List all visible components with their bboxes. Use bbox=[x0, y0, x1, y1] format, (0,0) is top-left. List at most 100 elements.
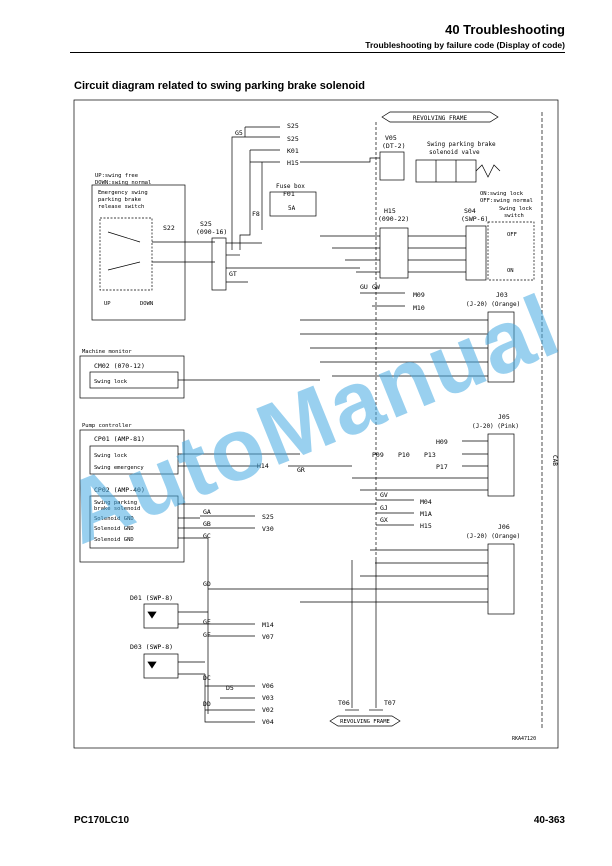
svg-text:UP: UP bbox=[104, 301, 111, 307]
revolving-frame-top-label: REVOLVING FRAME bbox=[413, 115, 468, 122]
svg-text:V03: V03 bbox=[262, 694, 274, 702]
svg-text:Fuse box: Fuse box bbox=[276, 183, 305, 190]
svg-text:H15: H15 bbox=[420, 522, 432, 530]
svg-text:OFF:swing normal: OFF:swing normal bbox=[480, 198, 533, 204]
s25-connector: S25 (090-16) GT bbox=[196, 220, 360, 291]
j06-connector: J06 (J-20) (Orange) bbox=[208, 523, 520, 615]
svg-text:5A: 5A bbox=[288, 205, 296, 212]
svg-text:V07: V07 bbox=[262, 633, 274, 641]
svg-text:CP01 (AMP-81): CP01 (AMP-81) bbox=[94, 435, 145, 443]
wire-gd: GD bbox=[203, 580, 211, 588]
svg-text:T06: T06 bbox=[338, 699, 350, 707]
svg-text:(SWP-6): (SWP-6) bbox=[461, 215, 488, 223]
footer-page: 40-363 bbox=[533, 815, 565, 826]
svg-text:Machine monitor: Machine monitor bbox=[82, 349, 132, 355]
svg-text:V05: V05 bbox=[385, 134, 397, 142]
svg-text:(090-16): (090-16) bbox=[196, 228, 227, 236]
svg-text:G5: G5 bbox=[235, 129, 243, 137]
pump-controller: Pump controller CP01 (AMP-81) Swing lock… bbox=[79, 423, 376, 563]
svg-text:J06: J06 bbox=[498, 523, 510, 531]
j05-refs: H09 P09 P10 P13 P17 bbox=[372, 438, 448, 471]
section-title: Circuit diagram related to swing parking… bbox=[74, 80, 365, 92]
svg-text:Swing emergency: Swing emergency bbox=[94, 465, 144, 471]
svg-text:solenoid valve: solenoid valve bbox=[429, 149, 480, 156]
svg-text:(090-22): (090-22) bbox=[378, 215, 409, 223]
svg-text:K01: K01 bbox=[287, 147, 299, 155]
svg-text:(J-20) (Pink): (J-20) (Pink) bbox=[472, 423, 519, 430]
diagram-frame bbox=[73, 99, 559, 749]
svg-text:DD: DD bbox=[203, 700, 211, 708]
svg-text:D01 (SWP-8): D01 (SWP-8) bbox=[130, 594, 173, 602]
s25-refs: S25 S25 K01 H15 G5 bbox=[235, 122, 299, 167]
svg-text:S25: S25 bbox=[287, 135, 299, 143]
svg-text:(DT-2): (DT-2) bbox=[382, 142, 405, 150]
svg-text:GU: GU bbox=[360, 283, 368, 291]
svg-text:ON:swing lock: ON:swing lock bbox=[480, 191, 524, 197]
top-wires bbox=[231, 126, 380, 250]
svg-text:GX: GX bbox=[380, 516, 388, 524]
svg-text:H09: H09 bbox=[436, 438, 448, 446]
svg-text:S04: S04 bbox=[464, 207, 476, 215]
j03-connector: J03 (J-20) (Orange) bbox=[300, 291, 520, 383]
svg-text:GJ: GJ bbox=[380, 504, 388, 512]
m04-refs: GV GJ GX M04 M1A H15 bbox=[380, 491, 432, 530]
svg-text:P09: P09 bbox=[372, 451, 384, 459]
svg-text:F01: F01 bbox=[283, 190, 295, 198]
svg-text:Swing parking brake: Swing parking brake bbox=[427, 141, 496, 148]
svg-text:CM02 (070-12): CM02 (070-12) bbox=[94, 362, 145, 370]
svg-text:GW: GW bbox=[372, 283, 380, 291]
svg-text:Solenoid GND: Solenoid GND bbox=[94, 526, 134, 532]
svg-text:GV: GV bbox=[380, 491, 388, 499]
svg-text:V30: V30 bbox=[262, 525, 274, 533]
svg-text:GR: GR bbox=[297, 466, 305, 474]
d01-diode: D01 (SWP-8) bbox=[130, 594, 208, 629]
svg-text:(J-20) (Orange): (J-20) (Orange) bbox=[466, 533, 520, 540]
svg-text:P13: P13 bbox=[424, 451, 436, 459]
header-rule bbox=[70, 52, 565, 53]
svg-text:release switch: release switch bbox=[98, 204, 144, 210]
svg-text:Swing parking: Swing parking bbox=[94, 500, 137, 506]
svg-text:S22: S22 bbox=[163, 224, 175, 232]
svg-text:H15: H15 bbox=[384, 207, 396, 215]
svg-text:GC: GC bbox=[203, 532, 211, 540]
svg-text:J05: J05 bbox=[498, 413, 510, 421]
svg-text:T07: T07 bbox=[384, 699, 396, 707]
svg-text:P10: P10 bbox=[398, 451, 410, 459]
svg-text:J03: J03 bbox=[496, 291, 508, 299]
v-refs: DC D5 DD V06 V03 V02 V04 bbox=[203, 674, 274, 726]
revolving-frame-bottom-label: REVOLVING FRAME bbox=[340, 719, 390, 725]
svg-text:H15: H15 bbox=[287, 159, 299, 167]
svg-text:OFF: OFF bbox=[507, 232, 517, 238]
svg-text:GE: GE bbox=[203, 618, 211, 626]
svg-text:Solenoid GND: Solenoid GND bbox=[94, 516, 134, 522]
svg-text:UP:swing free: UP:swing free bbox=[95, 173, 138, 179]
svg-text:V06: V06 bbox=[262, 682, 274, 690]
svg-text:S25: S25 bbox=[262, 513, 274, 521]
m14-v07: GE GF M14 V07 bbox=[203, 618, 274, 641]
h15-connector: H15 (090-22) bbox=[320, 207, 466, 279]
svg-text:GB: GB bbox=[203, 520, 211, 528]
s22-switch: UP:swing free DOWN:swing normal Emergenc… bbox=[91, 173, 215, 321]
revolving-frame-top: REVOLVING FRAME bbox=[381, 111, 499, 123]
svg-text:H14: H14 bbox=[257, 462, 269, 470]
svg-text:S25: S25 bbox=[287, 122, 299, 130]
d03-diode: D03 (SWP-8) bbox=[130, 643, 205, 679]
machine-monitor: Machine monitor CM02 (070-12) Swing lock bbox=[79, 349, 320, 399]
svg-text:F8: F8 bbox=[252, 210, 260, 218]
svg-text:ON: ON bbox=[507, 268, 514, 274]
svg-text:brake solenoid: brake solenoid bbox=[94, 506, 140, 512]
svg-text:(J-20) (Orange): (J-20) (Orange) bbox=[466, 301, 520, 308]
svg-text:Swing lock: Swing lock bbox=[499, 206, 533, 212]
s25-v30-refs: GA GB GC S25 V30 bbox=[203, 508, 274, 540]
svg-text:GT: GT bbox=[229, 270, 237, 278]
figure-id: RKA47120 bbox=[512, 736, 536, 742]
svg-text:D03 (SWP-8): D03 (SWP-8) bbox=[130, 643, 173, 651]
svg-text:V04: V04 bbox=[262, 718, 274, 726]
svg-text:Swing lock: Swing lock bbox=[94, 453, 128, 459]
svg-text:M14: M14 bbox=[262, 621, 274, 629]
v05-connector: V05 (DT-2) Swing parking brake solenoid … bbox=[379, 134, 501, 183]
svg-text:DOWN:swing normal: DOWN:swing normal bbox=[95, 180, 151, 186]
svg-text:GA: GA bbox=[203, 508, 211, 516]
